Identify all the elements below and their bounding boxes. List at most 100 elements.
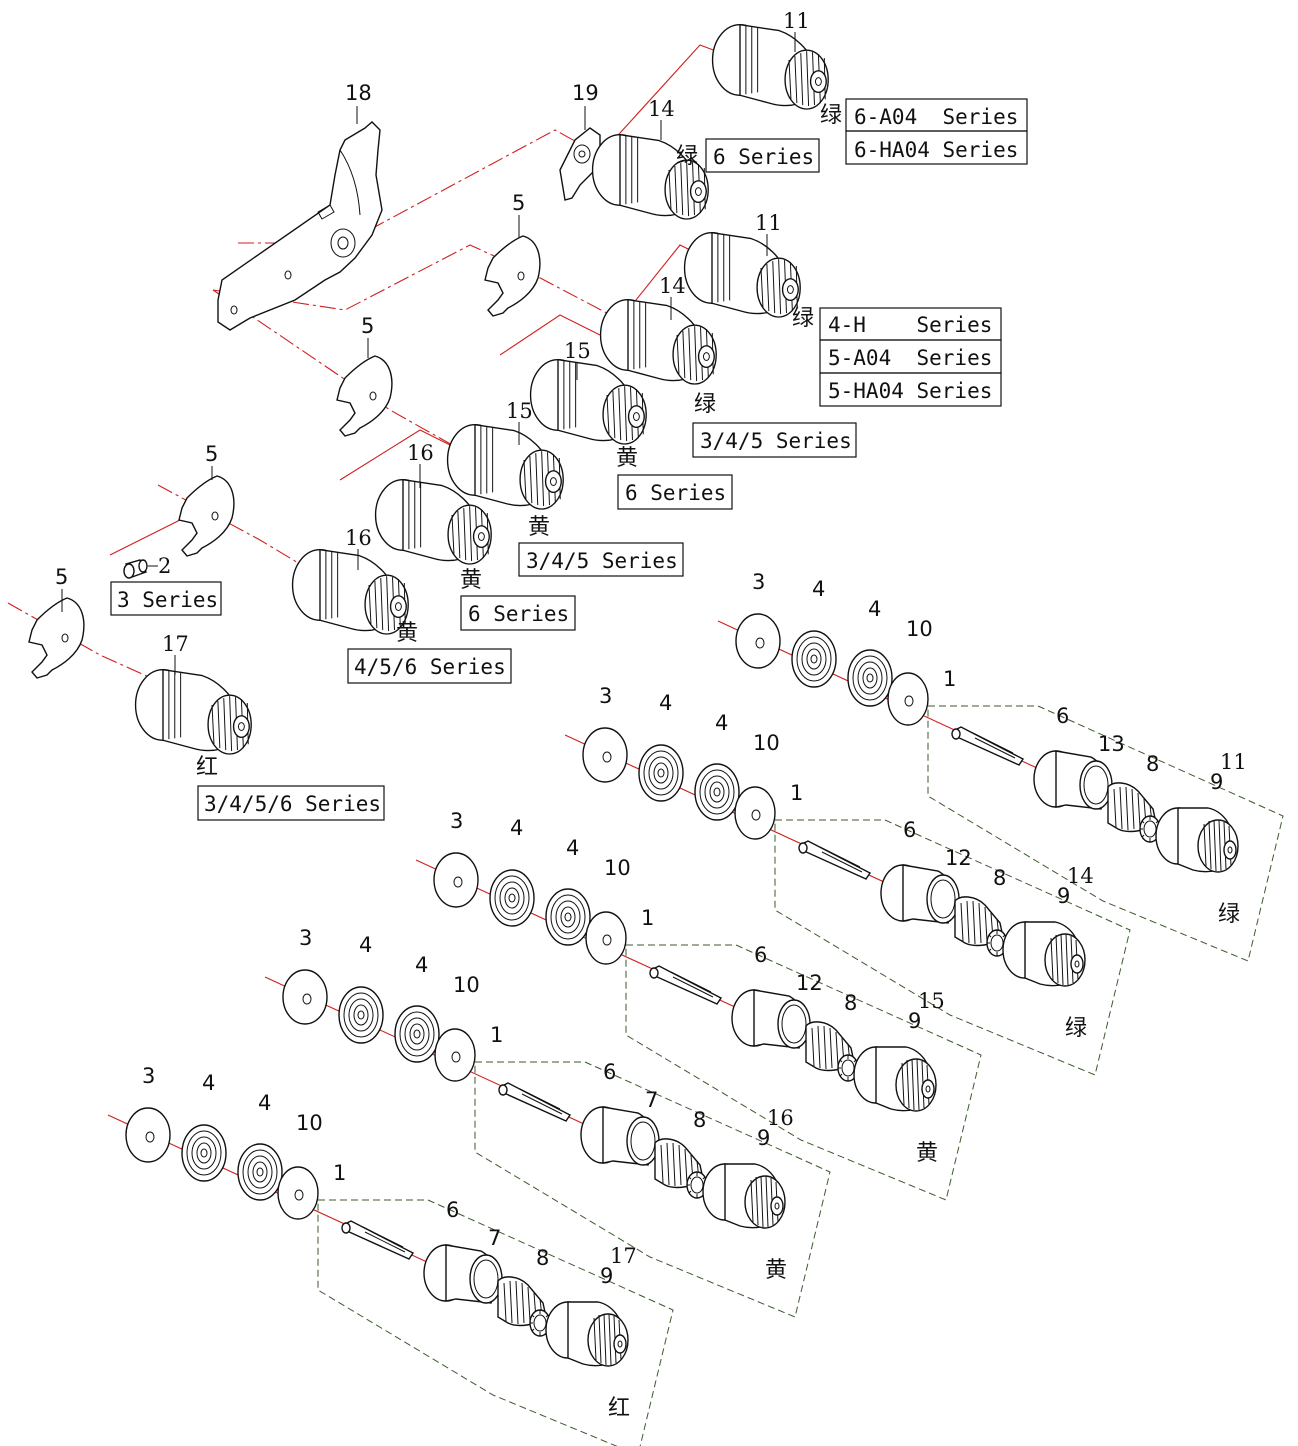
part-number-4: 4 (659, 691, 672, 715)
part-number-9: 9 (600, 1264, 613, 1288)
part-number-8: 8 (536, 1246, 549, 1270)
part-number-3: 3 (752, 570, 765, 594)
part-number-16-mid: 16 (407, 441, 434, 465)
part-number-4: 4 (258, 1091, 271, 1115)
svg-text:6 Series: 6 Series (713, 145, 814, 169)
part-number-7: 7 (488, 1226, 501, 1250)
part-number-12: 12 (945, 846, 972, 870)
color-label-yellow-1: 黄 (616, 446, 638, 471)
part-number-9: 9 (757, 1126, 770, 1150)
part-9 (1002, 921, 1086, 987)
part-number-1: 1 (943, 667, 956, 691)
part-number-3: 3 (599, 684, 612, 708)
assembly-color-label: 绿 (1218, 902, 1240, 927)
part-number-8: 8 (993, 866, 1006, 890)
series-box-345-yellow: 3/4/5 Series (518, 542, 684, 577)
assembly-color-label: 红 (608, 1396, 630, 1421)
svg-text:3/4/5 Series: 3/4/5 Series (526, 549, 678, 573)
part-number-4: 4 (359, 933, 372, 957)
svg-text:4-H Series: 4-H Series (828, 313, 992, 337)
part-number-18: 18 (345, 81, 372, 105)
part-number-11-top: 11 (783, 9, 810, 33)
color-label-green-4: 绿 (694, 392, 716, 417)
part-number-9: 9 (1210, 770, 1223, 794)
part-number-8: 8 (844, 991, 857, 1015)
part-4 (545, 888, 591, 946)
part-10 (434, 1028, 476, 1082)
part-4 (394, 1005, 440, 1063)
part-number-10: 10 (753, 731, 780, 755)
part-number-1: 1 (490, 1023, 503, 1047)
part-number-4: 4 (715, 711, 728, 735)
part-1 (951, 726, 1024, 766)
part-number-11-mid: 11 (755, 211, 782, 235)
part-number-6: 6 (1056, 704, 1069, 728)
svg-text:4/5/6 Series: 4/5/6 Series (354, 655, 506, 679)
assembly-group-number: 11 (1220, 750, 1247, 774)
part-number-15-mid: 15 (564, 339, 591, 363)
svg-text:5-A04 Series: 5-A04 Series (828, 346, 992, 370)
part-1 (649, 965, 722, 1005)
part-1 (498, 1082, 571, 1122)
color-label-yellow-3: 黄 (460, 568, 482, 593)
assembly-color-label: 绿 (1065, 1016, 1087, 1041)
part-number-16-low: 16 (345, 526, 372, 550)
part-4 (791, 630, 837, 688)
part-4 (181, 1124, 227, 1182)
part-number-3: 3 (299, 926, 312, 950)
series-box-345-green: 3/4/5 Series (692, 422, 857, 458)
screw-2 (123, 559, 148, 579)
part-1 (798, 840, 871, 880)
assembly-group-outline (474, 1061, 831, 1318)
knob-14-mid (599, 299, 717, 385)
part-number-5-d: 5 (55, 565, 68, 589)
assembly-group-outline (927, 705, 1284, 962)
series-box-6-yellow-2: 6 Series (460, 595, 576, 631)
part-4 (237, 1143, 283, 1201)
svg-text:6-A04 Series: 6-A04 Series (854, 105, 1018, 129)
part-number-8: 8 (1146, 752, 1159, 776)
part-3 (282, 969, 328, 1025)
assembly-color-label: 黄 (916, 1141, 938, 1166)
part-number-10: 10 (604, 856, 631, 880)
part-number-13: 13 (1098, 732, 1125, 756)
part-4 (638, 744, 684, 802)
assembly-group-number: 15 (918, 989, 945, 1013)
svg-text:3/4/5/6 Series: 3/4/5/6 Series (204, 792, 381, 816)
svg-text:3 Series: 3 Series (117, 588, 218, 612)
series-box-3: 3 Series (110, 581, 222, 616)
part-10 (734, 786, 776, 840)
part-1 (341, 1220, 414, 1260)
part-9 (1155, 807, 1239, 873)
assembly-group-number: 14 (1067, 864, 1094, 888)
part-number-14-top: 14 (648, 97, 675, 121)
cam-5-b (336, 355, 393, 437)
part-4 (338, 986, 384, 1044)
part-number-5-b: 5 (361, 314, 374, 338)
part-6 (580, 1106, 660, 1166)
part-number-1: 1 (641, 906, 654, 930)
part-10 (585, 911, 627, 965)
svg-text:6 Series: 6 Series (468, 602, 569, 626)
color-label-red: 红 (196, 755, 218, 780)
part-3 (735, 613, 781, 669)
color-label-yellow-4: 黄 (396, 621, 418, 646)
part-number-10: 10 (296, 1111, 323, 1135)
part-number-6: 6 (754, 943, 767, 967)
bracket-18 (217, 121, 383, 331)
series-box-6-yellow: 6 Series (617, 474, 733, 510)
series-box-3456: 3/4/5/6 Series (197, 785, 385, 821)
color-label-green-1: 绿 (820, 103, 842, 128)
part-number-12: 12 (796, 971, 823, 995)
part-number-4: 4 (812, 577, 825, 601)
knob-11-top (711, 24, 829, 110)
part-number-6: 6 (446, 1198, 459, 1222)
svg-text:3/4/5 Series: 3/4/5 Series (700, 429, 852, 453)
part-number-8: 8 (693, 1108, 706, 1132)
assembly-group-outline (317, 1199, 674, 1446)
